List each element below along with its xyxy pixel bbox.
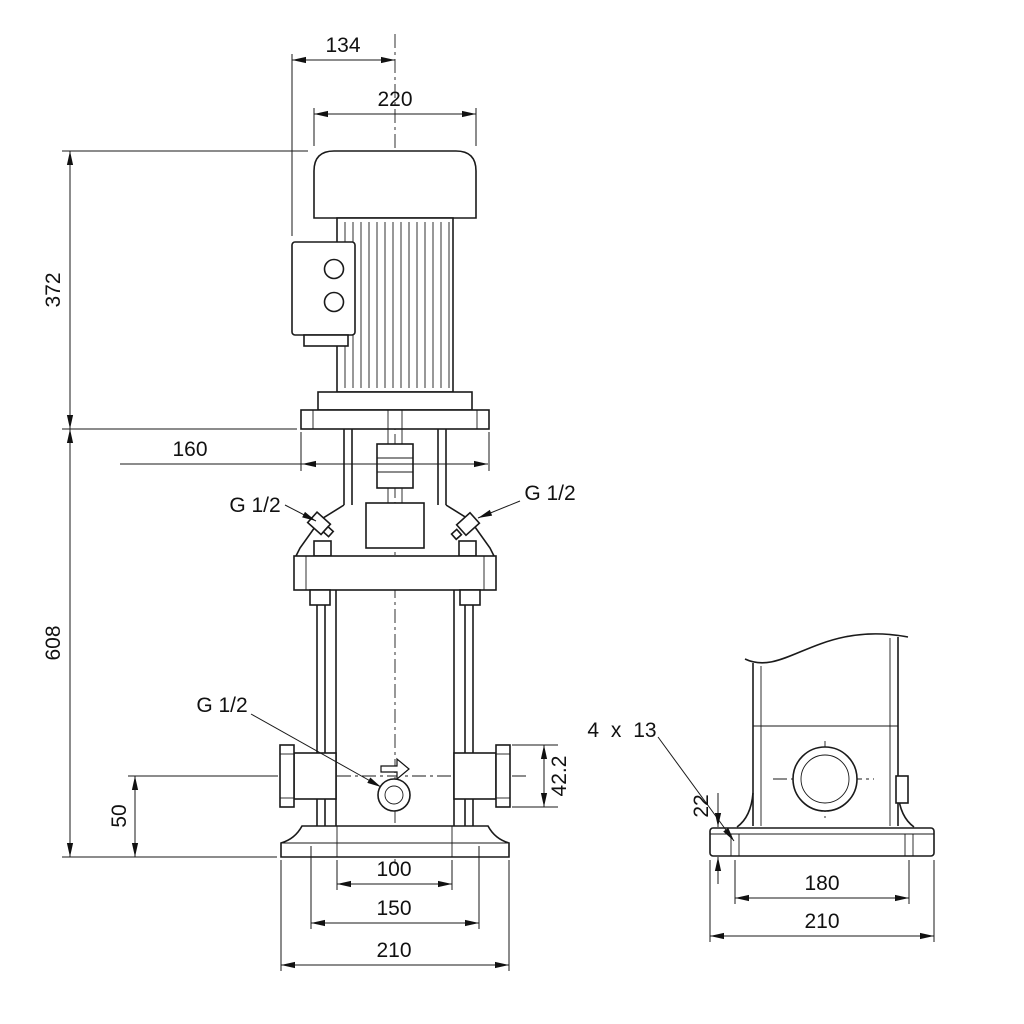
head-slope-left [295, 504, 345, 557]
dimension-50: 50 [108, 775, 278, 857]
terminal-box [291, 241, 356, 336]
side-port-outer [792, 746, 858, 812]
flow-direction-arrow [380, 757, 410, 781]
vent-plug-left [306, 510, 335, 538]
front-view [279, 150, 511, 858]
dimension-160: 160 [120, 432, 490, 471]
staybolt-nut-left [313, 540, 332, 557]
break-line [744, 633, 909, 664]
label-4x13: 4 x 13 [587, 719, 656, 742]
label-g12-right: G 1/2 [524, 482, 575, 505]
dim-160: 160 [172, 438, 207, 461]
cable-gland-top [323, 258, 345, 280]
dimension-42-2: 42.2 [512, 744, 571, 808]
side-view [709, 633, 935, 857]
vent-plug-right [450, 511, 481, 541]
cable-gland-bottom [323, 291, 345, 313]
staybolt-nut-right [458, 540, 477, 557]
discharge-port [453, 744, 511, 808]
dim-210-side: 210 [804, 910, 839, 933]
motor-fins [344, 222, 450, 388]
dimension-210-front: 210 [280, 860, 510, 971]
terminal-box-step [303, 334, 349, 347]
dim-100: 100 [376, 858, 411, 881]
tie-rod-nut-right [459, 589, 481, 606]
dim-50: 50 [108, 804, 131, 827]
dim-372: 372 [42, 272, 65, 307]
dim-220: 220 [377, 88, 412, 111]
label-g12-drain: G 1/2 [196, 694, 247, 717]
base-plate [709, 827, 935, 857]
label-drain: G 1/2 [196, 694, 382, 788]
dim-134: 134 [325, 34, 360, 57]
fan-cover [313, 150, 477, 219]
dimension-100: 100 [336, 858, 453, 890]
dimension-220: 220 [313, 88, 477, 146]
dim-210-front: 210 [376, 939, 411, 962]
motor-end-shield [317, 391, 473, 411]
motor [291, 150, 490, 430]
dimension-22: 22 [690, 793, 722, 884]
label-bolt-holes: 4 x 13 [587, 719, 735, 842]
dimension-372: 372 [42, 150, 308, 430]
dimension-608: 608 [42, 429, 277, 858]
motor-stool-flange [300, 409, 490, 430]
label-vent-right: G 1/2 [477, 482, 576, 519]
dim-22: 22 [690, 794, 713, 817]
head-flange [293, 555, 497, 591]
dim-608: 608 [42, 625, 65, 660]
dim-150: 150 [376, 897, 411, 920]
dim-42-2: 42.2 [548, 756, 571, 797]
head-slope-right [445, 504, 495, 557]
dimensions: 134 220 372 608 [42, 34, 935, 971]
pump-base [280, 825, 510, 858]
dimension-180: 180 [734, 860, 910, 904]
dimension-210-side: 210 [709, 860, 935, 942]
dimension-150: 150 [310, 846, 480, 929]
nameplate [895, 775, 909, 804]
motor-stool [343, 410, 447, 505]
side-foot-left [736, 792, 754, 828]
label-g12-left: G 1/2 [229, 494, 280, 517]
drain-plug [377, 757, 411, 812]
side-port-inner [800, 754, 850, 804]
shaft-coupling [376, 443, 414, 489]
pump-head-block [365, 502, 425, 549]
tie-rod-nut-left [309, 589, 331, 606]
dimension-134: 134 [291, 34, 395, 236]
dim-180: 180 [804, 872, 839, 895]
label-vent-left: G 1/2 [229, 494, 317, 522]
pump-head [293, 502, 497, 591]
suction-port [279, 744, 337, 808]
